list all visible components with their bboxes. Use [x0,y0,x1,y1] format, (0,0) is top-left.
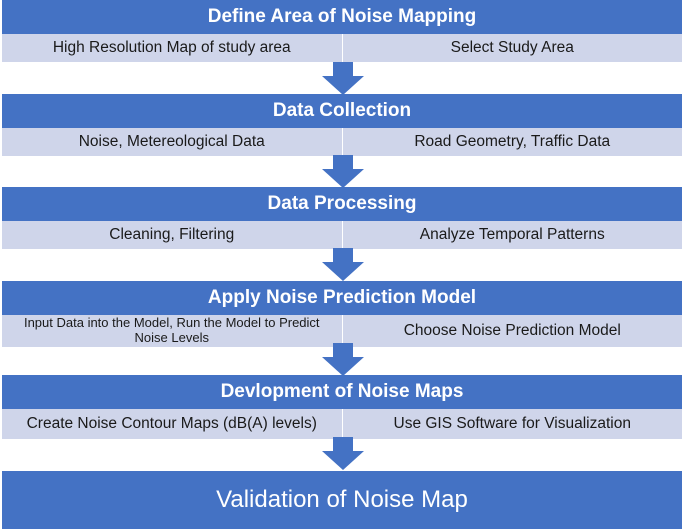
step-detail-left: High Resolution Map of study area [2,34,343,62]
final-step: Validation of Noise Map [2,471,682,529]
step-title: Devlopment of Noise Maps [2,375,682,409]
step-detail-left: Create Noise Contour Maps (dB(A) levels) [2,409,343,439]
step-detail-right: Select Study Area [450,39,574,57]
step-details: High Resolution Map of study area Select… [2,34,682,63]
down-arrow-icon [322,155,364,188]
step-4: Apply Noise Prediction Model Input Data … [2,281,682,348]
down-arrow-icon [322,248,364,281]
step-details: Cleaning, Filtering Analyze Temporal Pat… [2,221,682,250]
down-arrow-icon [322,437,364,470]
step-detail-left: Input Data into the Model, Run the Model… [2,315,343,347]
step-details: Noise, Metereological Data Road Geometry… [2,128,682,157]
step-3: Data Processing Cleaning, Filtering Anal… [2,187,682,250]
step-details: Input Data into the Model, Run the Model… [2,315,682,348]
step-title: Data Collection [2,94,682,128]
step-title: Data Processing [2,187,682,221]
step-detail-right: Road Geometry, Traffic Data [414,133,611,151]
step-detail-left: Cleaning, Filtering [2,221,343,249]
step-2: Data Collection Noise, Metereological Da… [2,94,682,157]
step-title: Apply Noise Prediction Model [2,281,682,315]
step-detail-right: Choose Noise Prediction Model [403,322,621,340]
step-title: Define Area of Noise Mapping [2,0,682,34]
step-details: Create Noise Contour Maps (dB(A) levels)… [2,409,682,440]
step-detail-right: Analyze Temporal Patterns [419,226,605,244]
step-5: Devlopment of Noise Maps Create Noise Co… [2,375,682,440]
down-arrow-icon [322,62,364,95]
step-1: Define Area of Noise Mapping High Resolu… [2,0,682,63]
step-detail-left: Noise, Metereological Data [2,128,343,156]
step-detail-right: Use GIS Software for Visualization [393,415,632,433]
down-arrow-icon [322,343,364,376]
